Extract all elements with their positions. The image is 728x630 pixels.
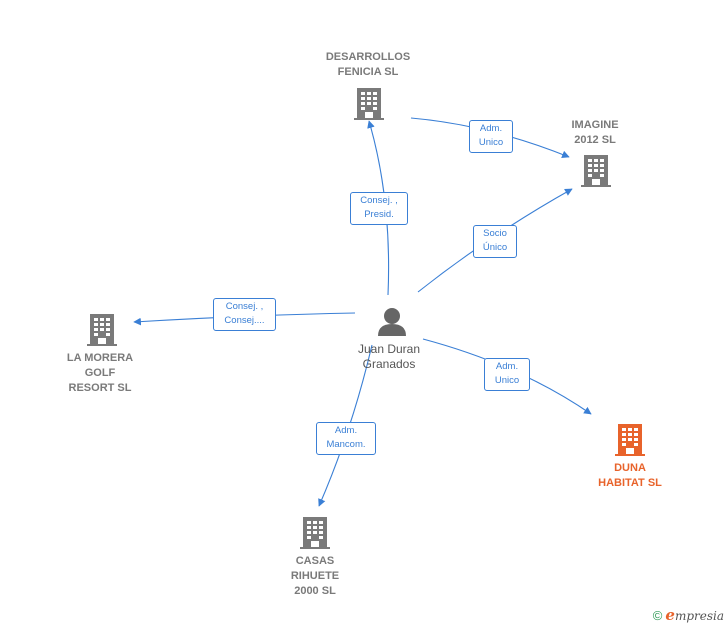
- company-label-imagine[interactable]: IMAGINE 2012 SL: [571, 119, 619, 146]
- edge-label-person-duna[interactable]: Adm. Unico: [484, 358, 530, 391]
- edge-label-person-imagine[interactable]: Socio Único: [473, 225, 517, 258]
- brand-rest: mpresia: [674, 609, 724, 623]
- person-label[interactable]: Juan Duran Granados: [357, 342, 421, 371]
- company-node-duna[interactable]: [615, 424, 645, 456]
- company-label-lamorera[interactable]: LA MORERA GOLF RESORT SL: [66, 352, 134, 394]
- company-label-duna[interactable]: DUNA HABITAT SL: [598, 462, 662, 489]
- building-icon: [615, 424, 645, 456]
- footer-brand[interactable]: © empresia: [653, 606, 724, 624]
- edge-label-person-lamorera[interactable]: Consej. , Consej....: [213, 298, 276, 331]
- company-node-lamorera[interactable]: [87, 314, 117, 346]
- edge-label-desarrollos-imagine[interactable]: Adm. Unico: [469, 120, 513, 153]
- person-node[interactable]: [378, 308, 406, 336]
- person-icon: [378, 308, 406, 336]
- building-icon: [354, 88, 384, 120]
- empresia-logo[interactable]: empresia: [665, 606, 724, 624]
- copyright-symbol: ©: [652, 607, 663, 623]
- building-icon: [87, 314, 117, 346]
- company-node-imagine[interactable]: [581, 155, 611, 187]
- company-label-desarrollos[interactable]: DESARROLLOS FENICIA SL: [325, 51, 411, 78]
- company-label-casas[interactable]: CASAS RIHUETE 2000 SL: [290, 555, 340, 597]
- edge-label-person-desarrollos[interactable]: Consej. , Presid.: [350, 192, 408, 225]
- building-icon: [581, 155, 611, 187]
- building-icon: [300, 517, 330, 549]
- company-node-casas[interactable]: [300, 517, 330, 549]
- brand-initial: e: [665, 606, 675, 624]
- edge-label-person-casas[interactable]: Adm. Mancom.: [316, 422, 376, 455]
- company-node-desarrollos[interactable]: [354, 88, 384, 120]
